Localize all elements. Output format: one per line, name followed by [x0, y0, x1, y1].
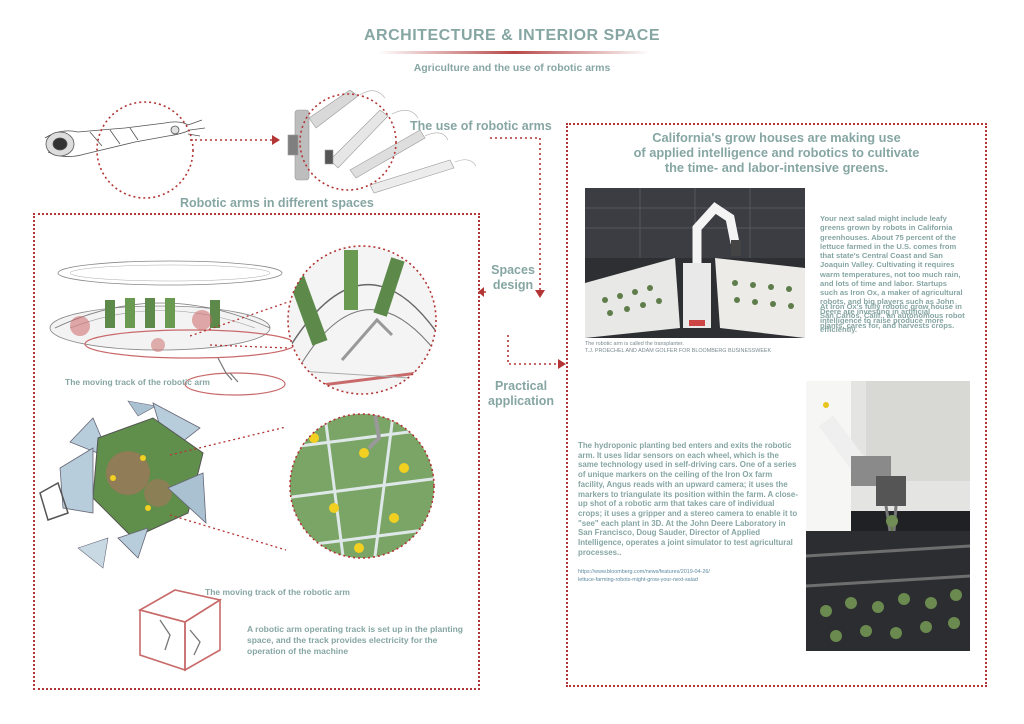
top-sketch-area — [44, 90, 477, 199]
dome-closeup-circle — [287, 245, 437, 395]
article-headline: California's grow houses are making use … — [633, 130, 920, 176]
article-paragraph-1: Your next salad might include leafy gree… — [820, 214, 963, 334]
photo-caption-2: T.J. PROECHEL AND ADAM GOLFER FOR BLOOMB… — [585, 348, 772, 354]
robot-arm-render — [287, 90, 477, 194]
render-highlight-circle — [299, 93, 397, 191]
label-use-of-robotic-arms: The use of robotic arms — [410, 119, 552, 133]
title-underline — [378, 51, 650, 54]
planting-zoom-lines — [170, 426, 287, 551]
article-paragraph-2: At Iron Ox's fully robotic grow house in… — [820, 302, 965, 330]
connector-design-to-practical — [478, 287, 566, 369]
label-robotic-arms-in-spaces: Robotic arms in different spaces — [180, 196, 374, 210]
planting-closeup-circle — [289, 413, 435, 559]
arm-closeup-photo — [806, 381, 970, 651]
track-note: A robotic arm operating track is set up … — [247, 624, 463, 656]
sketch-highlight-circle — [96, 101, 194, 199]
label-moving-track-1: The moving track of the robotic arm — [65, 377, 210, 387]
arrow-down-icon — [535, 290, 545, 298]
source-link[interactable]: https://www.bloomberg.com/news/features/… — [578, 569, 710, 583]
page-title: ARCHITECTURE & INTERIOR SPACE — [364, 27, 660, 44]
page-subtitle: Agriculture and the use of robotic arms — [413, 62, 611, 74]
spaces-design-frame — [33, 213, 480, 690]
arrow-right-icon — [558, 359, 566, 369]
cube-track-drawing — [137, 589, 223, 672]
practical-application-frame — [566, 123, 987, 687]
track-ellipse — [184, 372, 286, 396]
article-paragraph-3: The hydroponic planting bed enters and e… — [578, 441, 798, 557]
arrow-head-icon — [272, 135, 280, 145]
label-practical-application: Practical application — [488, 379, 554, 408]
dome-perspective-drawing — [49, 260, 296, 396]
arrow-left-icon — [478, 287, 484, 297]
connector-use-to-design — [490, 137, 545, 298]
label-spaces-design: Spaces design — [491, 263, 535, 292]
label-moving-track-2: The moving track of the robotic arm — [205, 587, 350, 597]
transplanter-photo — [585, 188, 805, 338]
photo-caption-1: The robotic arm is called the transplant… — [585, 341, 684, 347]
polyhedron-exploded-drawing — [39, 400, 207, 569]
arm-sketch-drawing — [44, 119, 206, 157]
dome-zoom-lines — [190, 301, 289, 349]
